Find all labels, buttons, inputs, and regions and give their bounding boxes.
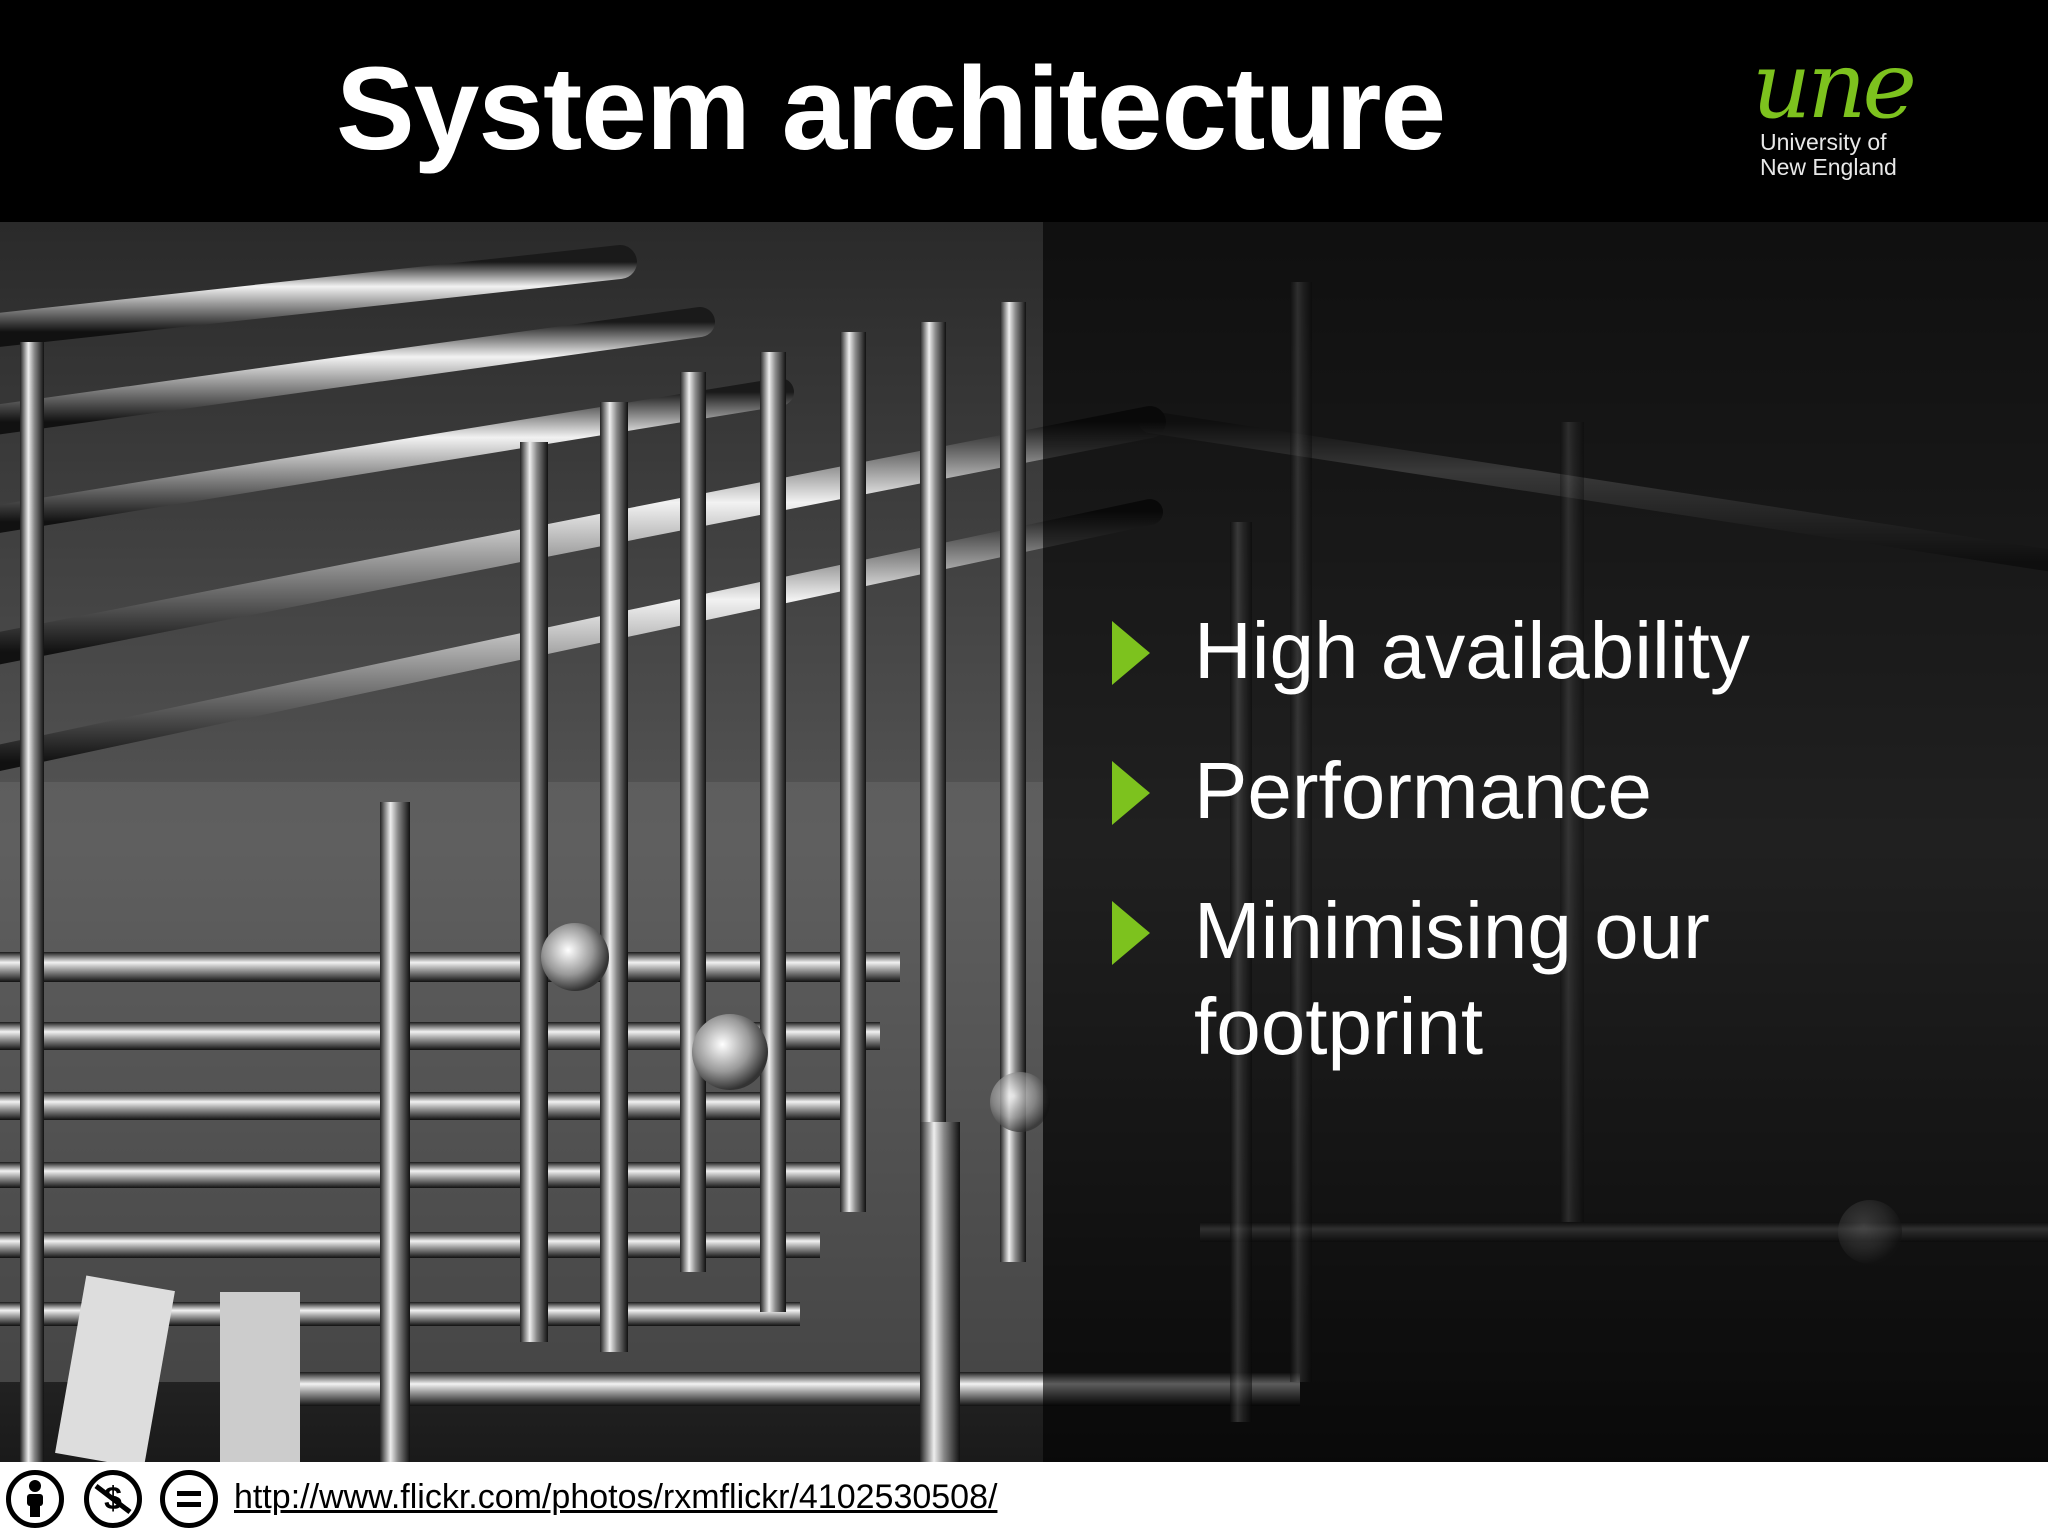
bullet-text: High availability	[1194, 606, 1750, 695]
bullet-arrow-icon	[1112, 761, 1150, 825]
bullet-item: High availability	[1112, 603, 1992, 699]
slide-header: System architecture une University of Ne…	[0, 0, 2048, 222]
cc-nc-icon: $	[84, 1470, 142, 1528]
bullet-arrow-icon	[1112, 901, 1150, 965]
slide-title: System architecture	[336, 43, 1446, 175]
bullet-text: Performance	[1194, 746, 1652, 835]
image-credit-link[interactable]: http://www.flickr.com/photos/rxmflickr/4…	[234, 1478, 998, 1516]
une-logo: une University of New England	[1752, 40, 1932, 190]
background-photo-pipes	[0, 222, 2048, 1462]
bullet-text: Minimising our footprint	[1194, 886, 1710, 1071]
logo-line2: New England	[1760, 153, 1897, 180]
logo-mark: une	[1752, 32, 1917, 139]
cc-nd-icon	[160, 1470, 218, 1528]
bullet-arrow-icon	[1112, 621, 1150, 685]
credit-footer: $ http://www.flickr.com/photos/rxmflickr…	[0, 1462, 2048, 1536]
cc-by-icon	[6, 1470, 64, 1528]
photo-dark-overlay	[1043, 222, 2048, 1462]
bullet-item: Performance	[1112, 743, 1992, 839]
logo-line1: University of	[1760, 129, 1887, 155]
bullet-list: High availability Performance Minimising…	[1112, 603, 1992, 1119]
bullet-item: Minimising our footprint	[1112, 883, 1992, 1075]
